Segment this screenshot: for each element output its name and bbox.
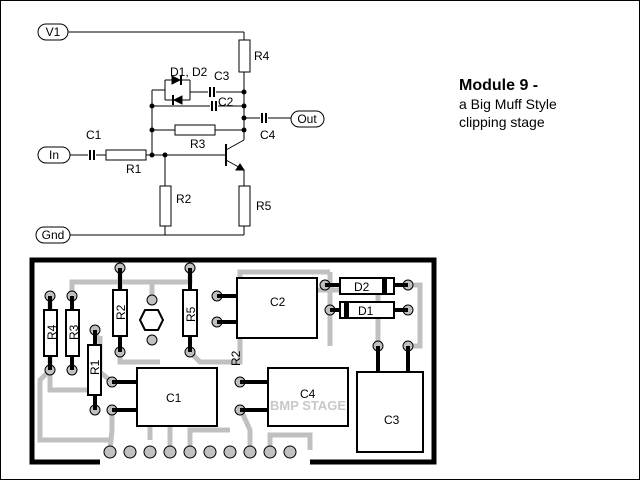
pcb-r5-body: [182, 289, 198, 337]
pcb-d1-body: [339, 301, 395, 319]
subtitle-line-1: a Big Muff Style: [459, 96, 557, 112]
terminal-in: In: [37, 146, 71, 164]
pcb-r4-body: [43, 309, 58, 357]
pcb-c3-body: [356, 371, 424, 453]
pcb-board-outline: [29, 257, 437, 465]
label-c2: C2: [218, 95, 234, 109]
schematic-d1: [171, 75, 182, 85]
terminal-gnd-label: Gnd: [42, 228, 65, 242]
terminal-out: Out: [290, 110, 325, 128]
pcb-leads: [48, 268, 410, 412]
pcb-watermark: BMP STAGE: [270, 398, 346, 413]
label-c3: C3: [214, 69, 230, 83]
label-d1d2: D1, D2: [170, 65, 208, 79]
pcb-label-c3: C3: [384, 413, 400, 427]
pcb-r2-body: [112, 289, 128, 337]
schematic-d2: [172, 95, 183, 105]
pcb-label-r5: R5: [184, 306, 198, 322]
pcb-layout: BMP STAGE R4 R3 R2 R5 R1 R2 C1 C2 C4 C3 …: [29, 257, 437, 465]
pcb-c4-body: [267, 367, 349, 427]
pcb-c1-body: [136, 367, 218, 427]
terminal-v1-label: V1: [46, 25, 61, 39]
schematic-r3: [174, 124, 216, 136]
label-r5: R5: [256, 199, 272, 213]
schematic-r1: [105, 149, 147, 161]
subtitle-line-2: clipping stage: [459, 114, 545, 130]
label-c4: C4: [260, 128, 276, 142]
pcb-label-d1: D1: [358, 304, 374, 318]
terminal-v1: V1: [37, 23, 69, 41]
pcb-label-c4: C4: [300, 387, 316, 401]
schematic: [68, 31, 292, 236]
terminal-out-label: Out: [297, 112, 317, 126]
label-r2: R2: [176, 192, 192, 206]
pcb-label-r4: R4: [45, 324, 59, 340]
label-r3: R3: [190, 137, 206, 151]
pcb-r1-body: [87, 344, 102, 396]
schematic-r2: [159, 185, 172, 227]
pcb-d1-band: [344, 302, 349, 318]
pcb-label-r1: R1: [88, 359, 102, 375]
pcb-r3-body: [65, 309, 80, 357]
pcb-label-c2: C2: [270, 295, 286, 309]
pcb-label-d2: D2: [354, 280, 370, 294]
pcb-label-c1: C1: [166, 391, 182, 405]
label-c1: C1: [86, 128, 102, 142]
pcb-label-r2-side: R2: [229, 350, 243, 366]
pcb-transistor-body: [138, 309, 165, 331]
pcb-label-r2: R2: [114, 304, 128, 320]
schematic-r4: [238, 39, 251, 73]
terminal-in-label: In: [49, 148, 59, 162]
label-r1: R1: [126, 162, 142, 176]
page-title: Module 9 -: [459, 77, 538, 94]
pcb-d2-body: [339, 277, 395, 295]
pcb-c2-body: [236, 277, 318, 339]
label-r4: R4: [254, 49, 270, 63]
terminal-gnd: Gnd: [35, 226, 71, 244]
pcb-label-r3: R3: [67, 324, 81, 340]
schematic-r5: [238, 185, 251, 227]
pcb-d2-band: [382, 278, 387, 294]
